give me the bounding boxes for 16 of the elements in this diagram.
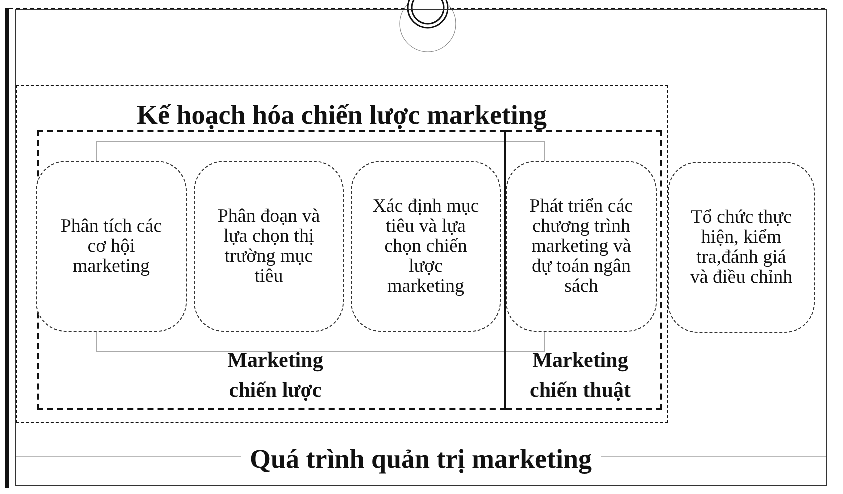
step-text: Phân tích các cơ hội marketing (60, 216, 164, 276)
dashed-region (16, 85, 668, 423)
dashed-group (36, 130, 506, 410)
step-text: Xác định mục tiêu và lựa chọn chiến lược marketing (372, 196, 480, 296)
group-label: Marketing chiến thuật (529, 346, 632, 404)
step-text: Tổ chức thực hiện, kiểm tra,đánh giá và điều chỉnh (689, 208, 794, 288)
step-text: Phân đoạn và lựa chọn thị trường mục tiêu (216, 206, 322, 286)
rounded-step-box (506, 161, 657, 332)
rounded-step-box (194, 161, 344, 332)
group-label: Marketing chiến lược (226, 346, 324, 404)
outer-frame (15, 9, 827, 486)
dashed-group (506, 130, 662, 410)
step-text: Phát triển các chương trình marketing và dự toán ngân sách (528, 196, 634, 296)
rounded-step-box (351, 161, 501, 332)
rounded-step-box (668, 162, 815, 333)
rounded-step-box (36, 161, 187, 332)
